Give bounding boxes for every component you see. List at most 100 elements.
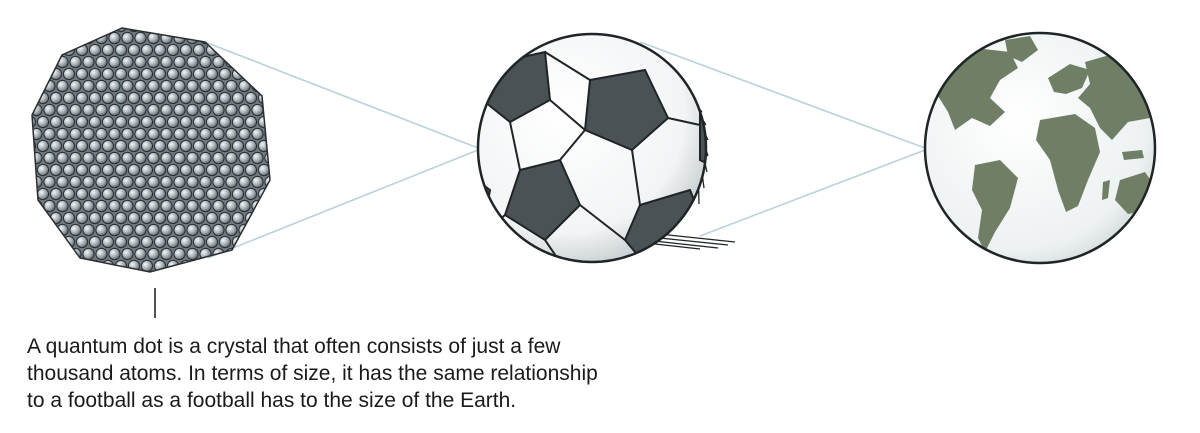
- atom: [75, 91, 89, 105]
- atom: [75, 28, 89, 33]
- atom: [49, 139, 63, 153]
- atom: [43, 127, 56, 141]
- atom: [127, 91, 141, 105]
- atom: [95, 79, 108, 93]
- atom: [244, 28, 258, 33]
- atom: [121, 151, 134, 165]
- atom: [251, 31, 264, 45]
- atom: [173, 223, 186, 237]
- atom: [121, 55, 134, 69]
- atom: [62, 259, 76, 272]
- atom: [257, 43, 270, 57]
- atom: [32, 28, 37, 33]
- atom: [179, 91, 193, 105]
- atom: [186, 103, 199, 117]
- atom: [225, 271, 238, 272]
- atom: [108, 127, 121, 141]
- atom: [69, 31, 82, 45]
- atom: [49, 28, 63, 33]
- atom: [192, 28, 206, 33]
- atom: [62, 163, 76, 177]
- atom: [140, 115, 154, 129]
- atom: [134, 199, 147, 213]
- atom: [192, 259, 206, 272]
- atom: [88, 235, 102, 249]
- caption-text: A quantum dot is a crystal that often co…: [27, 333, 647, 414]
- atom: [95, 127, 108, 141]
- atom: [95, 103, 108, 117]
- atom: [205, 28, 219, 33]
- atom: [108, 103, 121, 117]
- atom: [32, 259, 37, 272]
- football-icon: [476, 32, 736, 264]
- atom: [147, 127, 160, 141]
- atom: [101, 67, 115, 81]
- atom: [82, 151, 95, 165]
- atom: [49, 211, 63, 225]
- atom: [271, 92, 282, 103]
- atom: [284, 236, 295, 247]
- atom: [101, 235, 115, 249]
- atom: [62, 211, 76, 225]
- atom: [43, 55, 56, 69]
- atom: [291, 104, 302, 115]
- atom: [88, 28, 102, 33]
- atom: [166, 187, 180, 201]
- atom: [32, 271, 43, 272]
- atom: [32, 211, 37, 225]
- atom: [121, 103, 134, 117]
- atom: [166, 43, 180, 57]
- atom: [284, 44, 295, 55]
- atom: [199, 175, 212, 189]
- atom: [264, 79, 270, 93]
- atom: [257, 259, 270, 272]
- atom: [278, 104, 289, 115]
- atom: [121, 31, 134, 45]
- atom: [179, 139, 193, 153]
- atom: [121, 223, 134, 237]
- atom: [43, 223, 56, 237]
- atom: [108, 199, 121, 213]
- atom: [56, 79, 69, 93]
- atom: [134, 175, 147, 189]
- atom: [56, 127, 69, 141]
- atom: [134, 223, 147, 237]
- atom: [264, 199, 270, 213]
- atom: [121, 127, 134, 141]
- atom: [36, 115, 50, 129]
- atom: [251, 175, 264, 189]
- atom: [62, 91, 76, 105]
- atom: [264, 271, 270, 272]
- atom: [56, 103, 69, 117]
- atom: [205, 91, 219, 105]
- atom: [284, 212, 295, 223]
- atom: [278, 32, 289, 43]
- atom: [43, 247, 56, 261]
- atom: [218, 235, 232, 249]
- atom: [147, 175, 160, 189]
- atom: [166, 67, 180, 81]
- atom: [244, 43, 258, 57]
- atom: [238, 103, 251, 117]
- atom: [166, 91, 180, 105]
- atom: [160, 271, 173, 272]
- atom: [271, 236, 282, 247]
- atom: [166, 115, 180, 129]
- atom: [212, 79, 225, 93]
- atom: [101, 163, 115, 177]
- atom: [173, 103, 186, 117]
- atom: [160, 223, 173, 237]
- connector-line-ball-top: [639, 41, 926, 149]
- atom: [186, 175, 199, 189]
- atom: [32, 43, 37, 57]
- atom: [199, 79, 212, 93]
- atom: [284, 188, 295, 199]
- atom: [212, 103, 225, 117]
- atom: [153, 115, 167, 129]
- atom: [95, 271, 108, 272]
- atom: [186, 247, 199, 261]
- atom: [212, 271, 225, 272]
- atom: [264, 151, 270, 165]
- atom: [101, 28, 115, 33]
- atom: [238, 151, 251, 165]
